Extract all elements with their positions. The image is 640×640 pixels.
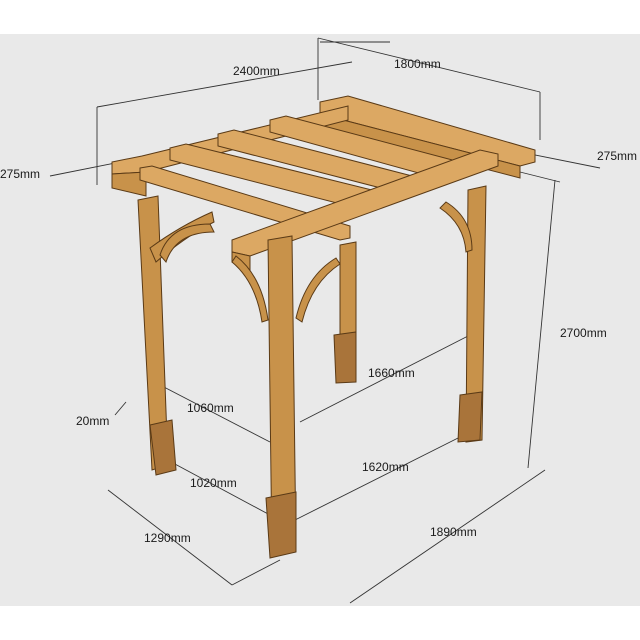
label-left-overhang: 275mm bbox=[0, 167, 40, 181]
brace-right-back bbox=[439, 201, 473, 253]
pergola bbox=[111, 95, 536, 559]
label-post-to-post-left: 1020mm bbox=[190, 476, 237, 490]
brace-front-right bbox=[295, 257, 341, 323]
label-post-to-post-front: 1620mm bbox=[362, 460, 409, 474]
label-overall-length: 2400mm bbox=[233, 64, 280, 78]
front-right-post-base bbox=[265, 491, 297, 559]
label-right-overhang: 275mm bbox=[597, 149, 637, 163]
label-post-gap: 20mm bbox=[76, 414, 109, 428]
front-left-post-base bbox=[149, 419, 177, 476]
label-base-depth: 1290mm bbox=[144, 531, 191, 545]
back-left-post-base bbox=[333, 331, 357, 384]
label-inner-span-left: 1060mm bbox=[187, 401, 234, 415]
label-height: 2700mm bbox=[560, 326, 607, 340]
label-overall-width: 1800mm bbox=[394, 57, 441, 71]
label-inner-span-back: 1660mm bbox=[368, 366, 415, 380]
label-base-length: 1890mm bbox=[430, 525, 477, 539]
left-beam-front bbox=[111, 171, 147, 197]
back-right-post-base bbox=[457, 391, 483, 443]
dimension-labels: 2400mm 1800mm 275mm 275mm 2700mm 1660mm … bbox=[0, 57, 637, 545]
brace-front-left bbox=[231, 255, 269, 323]
brace-left-front-arc bbox=[159, 223, 215, 263]
